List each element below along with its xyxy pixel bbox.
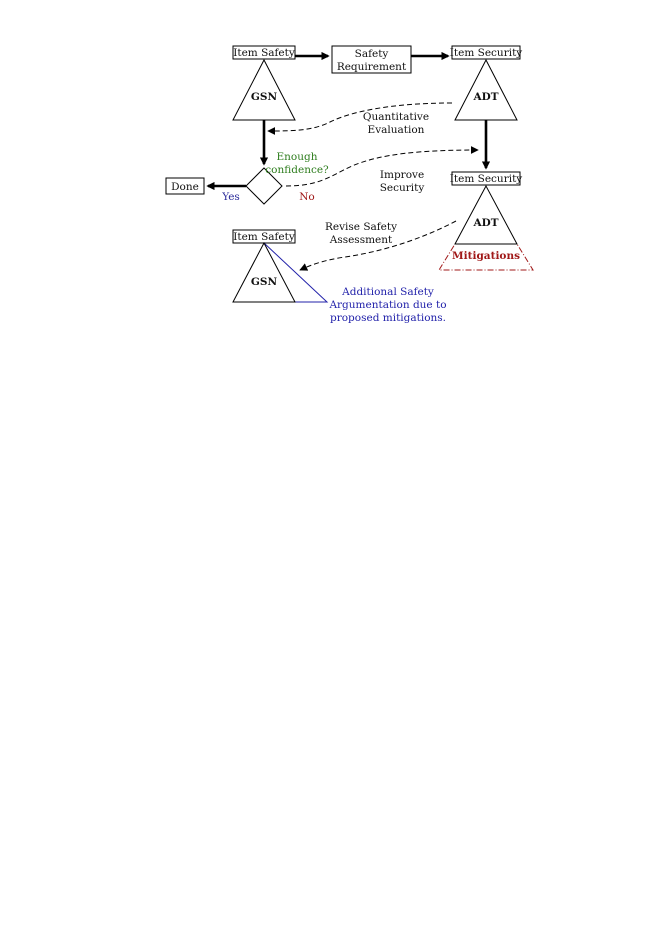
adt-top-label: ADT	[472, 91, 498, 103]
item-security-mid-box: Item Security	[450, 171, 523, 186]
arrow-quantitative-evaluation	[267, 102, 453, 135]
item-security-top-box: Item Security	[450, 45, 523, 60]
item-safety-top-label: Item Safety	[233, 47, 295, 59]
item-safety-bottom-label: Item Safety	[233, 231, 295, 243]
adt-triangle-mid: ADT Mitigations	[438, 184, 534, 271]
additional-label-line2: Argumentation due to	[328, 299, 446, 311]
item-security-top-label: Item Security	[450, 47, 523, 59]
done-box: Done	[165, 177, 205, 195]
safety-requirement-label-line2: Requirement	[337, 61, 407, 73]
adt-mid-label: ADT	[472, 217, 498, 229]
adt-triangle-top: ADT	[454, 58, 518, 121]
quantitative-label-line1: Quantitative	[363, 111, 429, 123]
enough-confidence-line2: confidence?	[265, 164, 329, 176]
safety-requirement-label-line1: Safety	[355, 48, 389, 60]
item-safety-top-box: Item Safety	[232, 45, 296, 60]
improve-label-line2: Security	[380, 182, 425, 194]
yes-label: Yes	[221, 191, 240, 203]
gsn-triangle-top: GSN	[232, 58, 296, 121]
improve-label-line1: Improve	[380, 169, 424, 181]
additional-label-line3: proposed mitigations.	[330, 312, 446, 324]
mitigations-label: Mitigations	[452, 250, 520, 262]
safety-requirement-box: Safety Requirement	[331, 45, 412, 74]
gsn-top-label: GSN	[251, 91, 278, 103]
arrow-revise-safety-assessment	[299, 220, 457, 271]
additional-argumentation-extension	[263, 242, 329, 303]
done-label: Done	[171, 181, 199, 193]
no-label: No	[299, 191, 315, 203]
item-safety-bottom-box: Item Safety	[232, 229, 296, 244]
decision-diamond	[245, 167, 283, 205]
enough-confidence-line1: Enough	[277, 151, 318, 163]
revise-label-line1: Revise Safety	[325, 221, 397, 233]
revise-label-line2: Assessment	[329, 234, 393, 246]
gsn-bottom-label: GSN	[251, 276, 278, 288]
arrow-improve-security	[285, 146, 479, 187]
quantitative-label-line2: Evaluation	[368, 124, 425, 136]
additional-label-line1: Additional Safety	[341, 286, 434, 298]
gsn-triangle-bottom: GSN	[232, 241, 329, 303]
item-security-mid-label: Item Security	[450, 173, 523, 185]
